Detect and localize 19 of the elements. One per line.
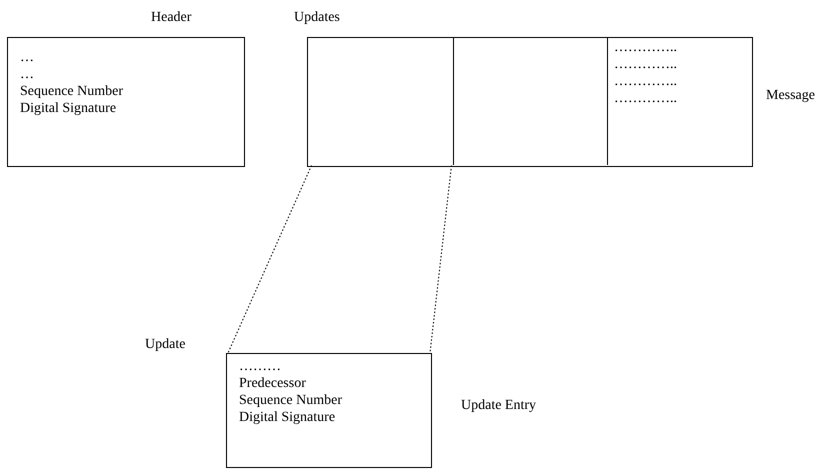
heading: Update	[145, 337, 186, 353]
field-text: Predecessor	[239, 376, 306, 392]
node-label: Update Entry	[461, 398, 536, 414]
field-text: …………..	[614, 74, 677, 90]
field-text: Digital Signature	[20, 101, 116, 117]
field-text: ………	[239, 359, 281, 375]
field-text: …………..	[614, 57, 677, 73]
field-text: …………..	[614, 40, 677, 56]
field-text: Sequence Number	[20, 84, 124, 100]
heading: Header	[151, 10, 192, 26]
field-text: …	[20, 50, 34, 66]
field-text: …	[20, 67, 34, 83]
field-text: …………..	[614, 91, 677, 107]
field-text: Sequence Number	[239, 393, 342, 409]
field-text: Digital Signature	[239, 410, 336, 426]
zoom-line	[228, 165, 312, 354]
label: Message	[766, 88, 815, 104]
zoom-line	[430, 165, 452, 354]
heading: Updates	[294, 10, 340, 26]
